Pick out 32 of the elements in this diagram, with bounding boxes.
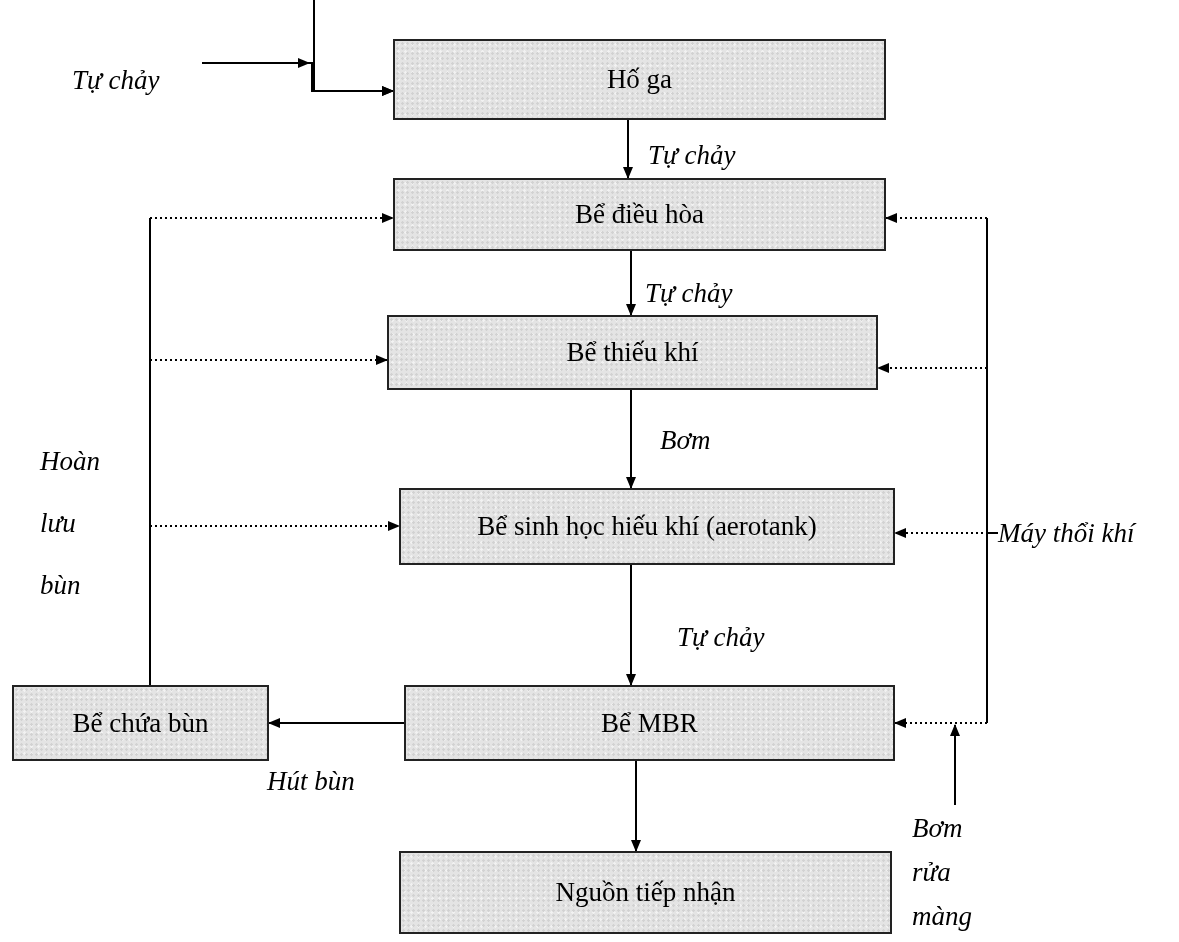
dotted-arrow xyxy=(894,532,999,728)
process-box xyxy=(399,851,892,934)
process-label: Bể MBR xyxy=(601,706,698,740)
process-box xyxy=(399,488,895,565)
process-box xyxy=(387,315,878,390)
arrow xyxy=(623,119,633,179)
flow-note: Tự chảy xyxy=(72,63,160,97)
side-note: Hoàn lưu bùn xyxy=(40,445,101,602)
edge-label: Tự chảy xyxy=(648,140,736,171)
process-box xyxy=(12,685,269,761)
flow-note: Bơm rửa màng xyxy=(912,812,973,933)
process-label: Nguồn tiếp nhận xyxy=(555,876,736,909)
process-box xyxy=(404,685,895,761)
process-label: Bể sinh học hiếu khí (aerotank) xyxy=(477,510,817,543)
process-label: Bể chứa bùn xyxy=(72,706,209,740)
arrow xyxy=(268,718,405,728)
edge-label: Tự chảy xyxy=(645,278,733,309)
flow-note: Máy thổi khí xyxy=(998,516,1135,550)
arrow xyxy=(626,389,636,489)
edge-label: Bơm xyxy=(660,425,711,456)
process-label: Hố ga xyxy=(606,63,673,96)
arrow xyxy=(626,250,636,316)
edge-label: Tự chảy xyxy=(677,622,765,653)
edge-label: Hút bùn xyxy=(267,766,355,797)
arrow xyxy=(626,564,636,686)
process-label: Bể điều hòa xyxy=(575,198,704,231)
process-box xyxy=(393,39,886,120)
process-box xyxy=(393,178,886,251)
arrow xyxy=(631,760,641,852)
arrow xyxy=(201,58,394,96)
process-label: Bể thiếu khí xyxy=(566,336,699,369)
arrow xyxy=(950,724,960,806)
